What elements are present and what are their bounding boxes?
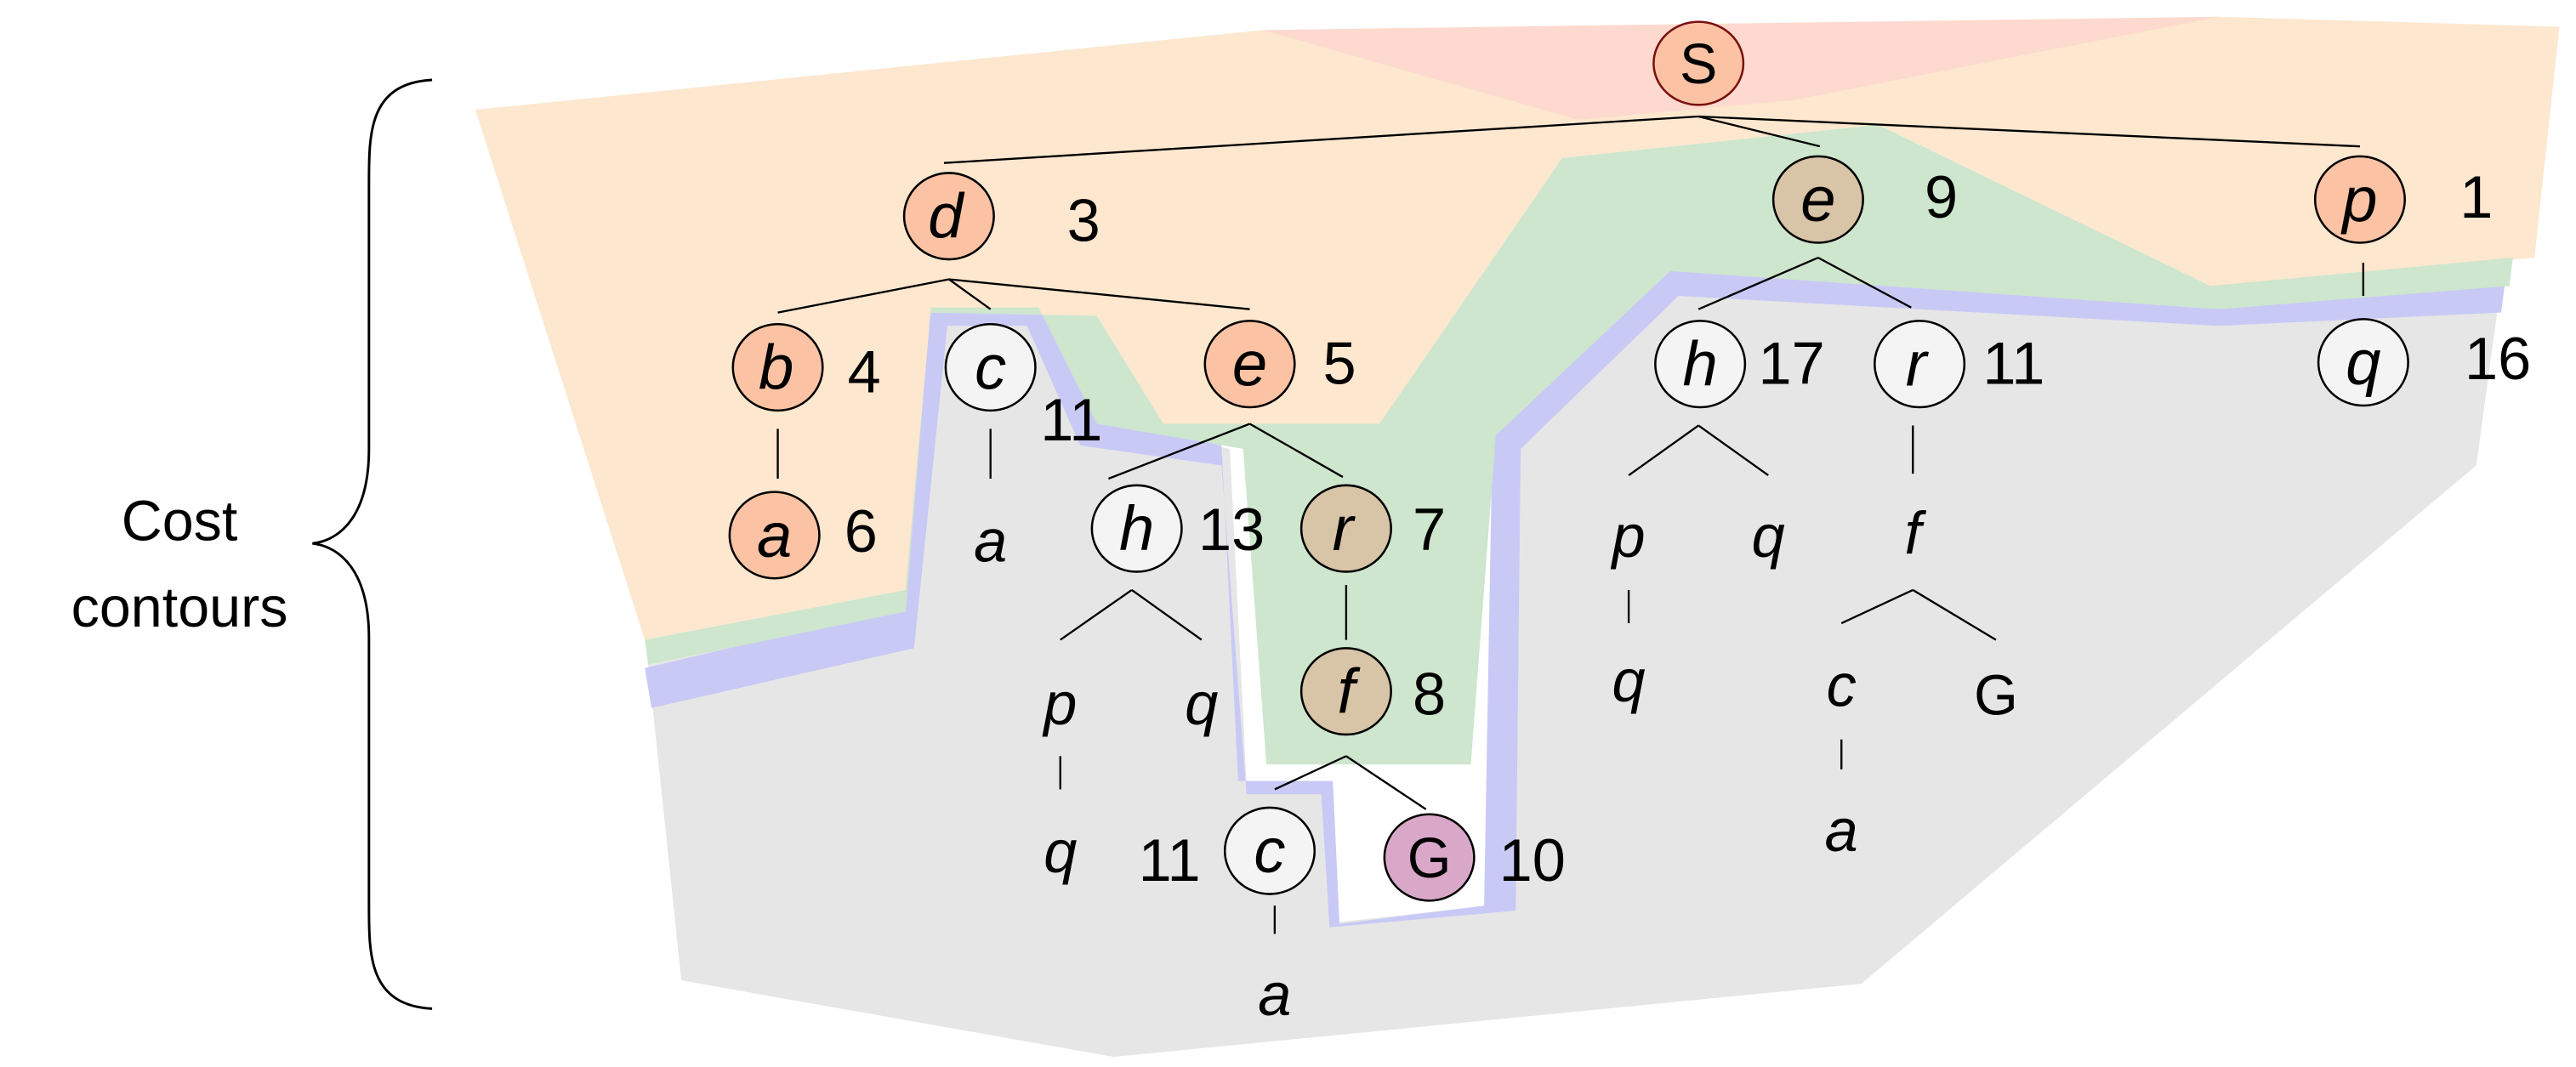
cost-q5: 16 [2465,325,2531,392]
cost-f1: 8 [1413,661,1446,728]
node-circle-f1 [1299,647,1392,736]
cost-brace [312,78,433,1010]
node-r2: r [1906,329,1930,400]
node-e2: e [1232,329,1267,400]
tree-node-labels: S d e p b c e q h r a h r f c G a p q q … [757,33,2381,1028]
contour-regions [475,16,2560,1058]
green-region [645,124,2513,765]
node-a2: a [974,508,1007,575]
cost-p1: 1 [2459,163,2493,230]
node-p1: p [2340,164,2377,235]
node-a1: a [757,500,792,570]
node-circle-q5 [2317,318,2409,407]
node-e1: e [1800,164,1835,235]
node-c3: c [1827,652,1857,719]
cost-c2: 11 [1139,826,1201,894]
node-h1: h [1119,493,1154,564]
cost-labels: 3 9 1 4 11 5 6 13 7 8 11 10 17 11 16 [844,163,2532,894]
node-circle-c1 [944,323,1037,412]
node-h2: h [1682,329,1717,400]
node-G2: G [1974,665,2018,728]
node-circle-c2 [1223,806,1316,895]
cost-r2: 11 [1982,330,2044,397]
node-a3: a [1258,961,1291,1028]
node-circle-h2 [1654,320,1747,409]
node-circle-a1 [728,491,821,580]
side-label-line2: contours [71,576,288,639]
node-circle-S [1652,20,1745,106]
node-q1: q [1185,670,1218,737]
node-q4: q [1612,647,1646,714]
node-circle-d [902,172,995,261]
node-circle-p1 [2313,155,2406,244]
side-label-line1: Cost [122,490,238,553]
node-r1: r [1333,493,1356,564]
node-p2: p [1042,670,1077,737]
blue-band [645,270,2505,928]
tree-node-circles [728,20,2409,902]
cost-r1: 7 [1413,496,1446,563]
node-q5: q [2346,327,2380,398]
cost-h2: 17 [1759,330,1825,397]
cost-e2: 5 [1323,330,1356,397]
node-circle-h1 [1090,484,1183,573]
node-circle-G1 [1383,813,1476,902]
node-b: b [759,332,793,402]
node-G1: G [1407,827,1452,890]
node-a4: a [1825,797,1858,864]
cost-h1: 13 [1198,496,1265,563]
node-d: d [928,181,965,252]
node-p3: p [1611,502,1646,570]
node-circle-r1 [1299,484,1392,573]
node-c1: c [975,332,1006,402]
node-c2: c [1254,815,1285,886]
cost-b: 4 [848,338,881,405]
node-circle-e2 [1203,320,1296,409]
cost-G1: 10 [1499,826,1566,894]
node-q2: q [1043,818,1077,885]
node-S: S [1680,33,1717,96]
gray-region [648,265,2502,1058]
node-circle-r2 [1874,320,1966,409]
cost-e1: 9 [1925,163,1958,230]
cost-c1: 11 [1040,386,1102,453]
node-circle-b [731,323,824,412]
tree-edges [776,115,2365,934]
orange-region [475,16,2560,640]
node-circle-e1 [1771,155,1864,244]
cost-a1: 6 [844,497,878,565]
node-q3: q [1752,502,1785,570]
cost-d: 3 [1067,187,1100,254]
